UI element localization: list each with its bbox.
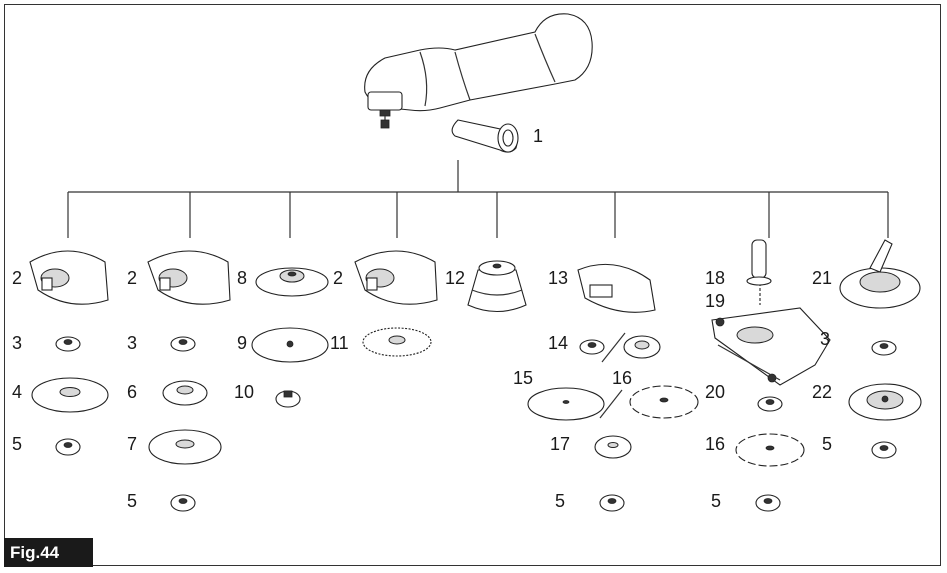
outer-flange-17: [594, 435, 632, 459]
lock-nut-c: [599, 494, 625, 512]
figure-frame: [4, 4, 941, 566]
callout-16-b: 16: [705, 434, 725, 454]
angle-grinder: [364, 13, 593, 129]
callout-5-b: 5: [127, 491, 137, 511]
dust-shroud: [839, 239, 921, 309]
callout-22: 22: [812, 382, 832, 402]
lock-nut-e: [871, 441, 897, 459]
callout-2-b: 2: [127, 268, 137, 288]
lock-nut-d: [755, 494, 781, 512]
inner-flange-b: [170, 336, 196, 352]
inner-flange-14: [579, 339, 605, 355]
lock-nut-a: [55, 438, 81, 456]
callout-3-a: 3: [12, 333, 22, 353]
connector-lines: [67, 160, 889, 419]
callout-3-c: 3: [820, 329, 830, 349]
inner-flange-a: [55, 336, 81, 352]
callout-5-c: 5: [555, 491, 565, 511]
depressed-center-wheel: [31, 377, 109, 413]
callout-7: 7: [127, 434, 137, 454]
outer-flange-14: [623, 335, 661, 359]
sanding-disc: [251, 327, 329, 363]
lock-nut-b: [170, 494, 196, 512]
wire-wheel: [362, 327, 432, 357]
callout-14: 14: [548, 333, 568, 353]
callout-5-e: 5: [822, 434, 832, 454]
callout-18: 18: [705, 268, 725, 288]
diamond-wheel-a: [629, 385, 699, 419]
callout-4: 4: [12, 382, 22, 402]
callout-2-a: 2: [12, 268, 22, 288]
callout-13: 13: [548, 268, 568, 288]
wheel-guard-c: [354, 250, 438, 305]
callout-21: 21: [812, 268, 832, 288]
callout-12: 12: [445, 268, 465, 288]
sanding-lock-nut: [275, 390, 301, 408]
side-handle: [451, 119, 519, 153]
callout-16-a: 16: [612, 368, 632, 388]
flap-disc: [162, 380, 208, 406]
cup-wheel: [848, 383, 922, 421]
callout-5-a: 5: [12, 434, 22, 454]
side-grip: [746, 239, 772, 286]
inner-flange-c: [871, 340, 897, 356]
callout-20: 20: [705, 382, 725, 402]
dust-cover: [711, 307, 831, 386]
abrasive-disc: [148, 429, 222, 465]
figure-label: Fig.44: [4, 538, 93, 567]
wheel-guard-a: [29, 250, 109, 305]
callout-5-d: 5: [711, 491, 721, 511]
cut-off-wheel: [527, 387, 605, 421]
callout-11: 11: [330, 333, 349, 353]
rubber-pad: [255, 267, 329, 297]
ring: [757, 396, 783, 412]
wire-cup-brush: [467, 260, 527, 313]
callout-9: 9: [237, 333, 247, 353]
callout-6: 6: [127, 382, 137, 402]
wheel-guard-b: [147, 250, 231, 305]
callout-17: 17: [550, 434, 570, 454]
callout-2-c: 2: [333, 268, 343, 288]
callout-8: 8: [237, 268, 247, 288]
callout-19: 19: [705, 291, 725, 311]
callout-15: 15: [513, 368, 533, 388]
callout-1: 1: [533, 126, 543, 146]
callout-10: 10: [234, 382, 254, 402]
diamond-wheel-b: [735, 433, 805, 467]
callout-numbers: 1 2 2 8 2 12 13 18 21 19 3 3 9 11 14 3 4…: [12, 126, 832, 511]
callout-3-b: 3: [127, 333, 137, 353]
cutting-guard: [577, 263, 656, 313]
